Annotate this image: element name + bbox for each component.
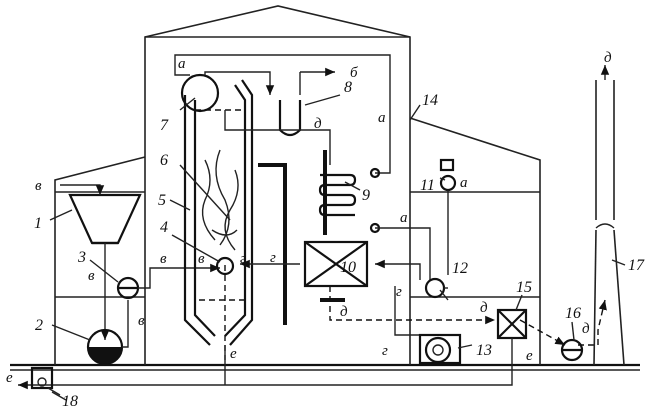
flame-zone <box>201 149 239 251</box>
flow-g-3: г <box>396 284 402 300</box>
label-8: 8 <box>344 79 352 96</box>
label-18: 18 <box>62 393 78 410</box>
component-labels: 1 2 3 4 5 6 7 8 9 10 11 12 13 14 15 16 1… <box>34 79 645 410</box>
label-11: 11 <box>420 177 435 194</box>
flow-d-4: д <box>582 321 590 337</box>
flow-a-2: а <box>378 110 386 126</box>
burner <box>215 256 235 276</box>
water-pump <box>424 277 448 299</box>
flow-a-3: а <box>460 175 468 191</box>
flow-d-1: д <box>314 116 322 132</box>
flow-g-2: г <box>270 250 276 266</box>
flow-e-2: е <box>526 348 533 364</box>
main-building <box>144 5 411 365</box>
flow-v-1: в <box>35 178 42 194</box>
flow-v-5: в <box>198 251 205 267</box>
economizer-coils <box>318 167 381 234</box>
label-15: 15 <box>516 279 532 296</box>
coal-bunker <box>68 193 142 245</box>
drum <box>180 73 220 113</box>
forced-draft-fan <box>418 333 462 365</box>
label-13: 13 <box>476 342 492 359</box>
convective-shaft <box>258 150 345 325</box>
label-4: 4 <box>160 219 168 236</box>
flow-d-2: д <box>340 304 348 320</box>
boiler-furnace <box>183 79 254 360</box>
label-3: 3 <box>77 249 86 266</box>
flow-e-3: е <box>6 370 13 386</box>
label-17: 17 <box>628 257 645 274</box>
label-12: 12 <box>452 260 468 277</box>
flue-gas-duct <box>329 286 607 346</box>
label-2: 2 <box>35 317 43 334</box>
air-lines <box>240 227 431 336</box>
mill-fan <box>116 276 140 300</box>
chimney <box>593 65 625 366</box>
label-10: 10 <box>340 259 356 276</box>
fuel-supply-line <box>60 184 110 340</box>
label-5: 5 <box>158 192 166 209</box>
ground-line <box>10 363 640 371</box>
label-9: 9 <box>362 187 370 204</box>
pulverized-fuel-line <box>122 263 220 348</box>
flow-d-5: д <box>604 50 612 66</box>
induced-draft-fan <box>560 338 584 362</box>
feed-pump <box>439 158 457 275</box>
label-6: 6 <box>160 152 168 169</box>
leader-lines <box>47 94 626 396</box>
label-1: 1 <box>34 215 42 232</box>
air-heater <box>303 240 369 288</box>
flow-g-4: г <box>382 343 388 359</box>
steam-lines <box>174 54 391 174</box>
flow-b: б <box>350 65 358 81</box>
label-14: 14 <box>422 92 438 109</box>
flow-v-4: в <box>160 251 167 267</box>
ash-collector <box>496 308 528 352</box>
label-7: 7 <box>160 117 169 134</box>
ash-container <box>30 366 67 401</box>
flow-d-3: д <box>480 300 488 316</box>
flow-e-1: е <box>230 346 237 362</box>
label-16: 16 <box>565 305 581 322</box>
flow-labels: а а а а б в в в в в г г г г д д д д д е … <box>6 50 612 386</box>
flow-a-1: а <box>178 56 186 72</box>
flow-g-1: г <box>240 251 246 267</box>
flow-a-4: а <box>400 210 408 226</box>
flow-v-2: в <box>88 268 95 284</box>
flow-v-3: в <box>138 313 145 329</box>
